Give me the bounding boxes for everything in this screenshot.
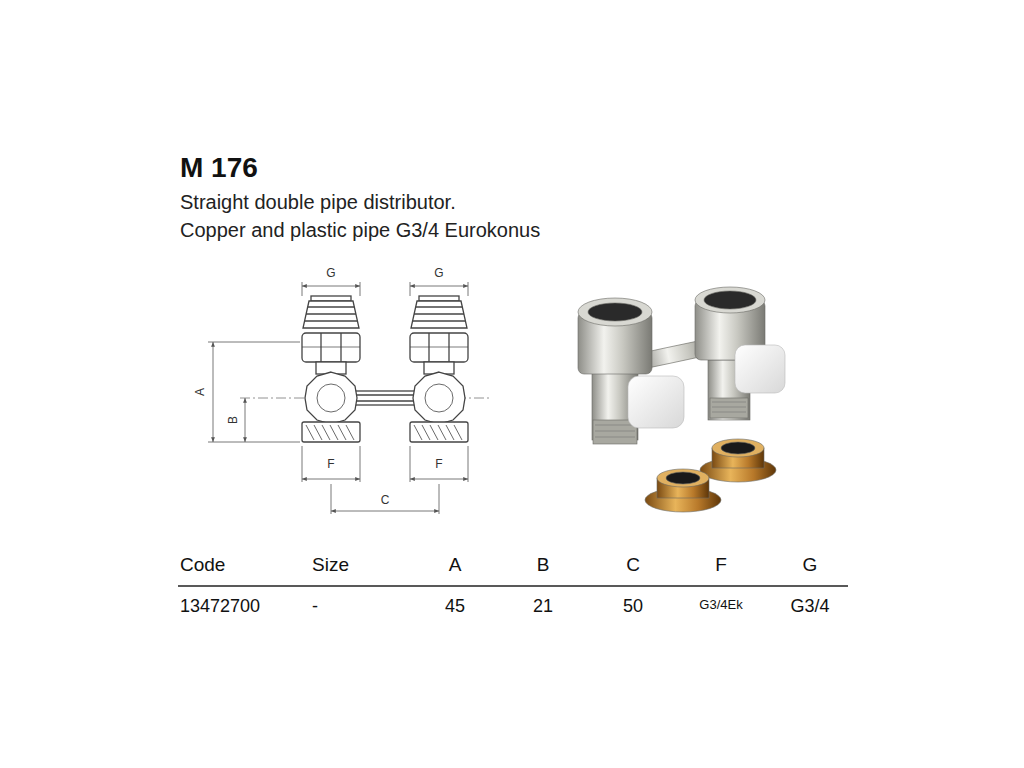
valve-outline-part bbox=[411, 301, 467, 328]
dimension-letter: F bbox=[327, 458, 334, 471]
product-photo-part bbox=[695, 287, 765, 313]
dimension-lines-part bbox=[360, 446, 361, 482]
dimension-lines-part bbox=[245, 398, 246, 442]
valve-outline-part bbox=[302, 333, 360, 362]
product-photo-part bbox=[735, 345, 785, 393]
dimension-lines-part bbox=[410, 282, 411, 296]
product-photo-part bbox=[710, 398, 748, 418]
table-header: A bbox=[449, 555, 462, 576]
dimension-lines-part bbox=[410, 446, 411, 482]
valve-outline-part bbox=[414, 313, 464, 314]
dimension-letter: G bbox=[434, 267, 443, 280]
valve-outline-part bbox=[413, 372, 465, 424]
dimension-lines-part bbox=[331, 511, 439, 512]
dimension-lines-part bbox=[302, 479, 360, 480]
valve-outline-part bbox=[340, 333, 341, 362]
valve-outline-part bbox=[320, 333, 321, 362]
title: M 176 bbox=[180, 153, 258, 184]
dimension-lines-part bbox=[439, 484, 440, 514]
table-cell: G3/4Ek bbox=[699, 598, 742, 612]
valve-outline-part bbox=[303, 301, 359, 328]
table-cell: 50 bbox=[623, 597, 643, 617]
dimension-letter: G bbox=[326, 267, 335, 280]
dimension-lines-part bbox=[468, 446, 469, 482]
table-header: G bbox=[803, 555, 818, 576]
valve-outline-part bbox=[414, 425, 462, 440]
product-photo-part bbox=[657, 469, 709, 487]
dimension-lines-part bbox=[208, 342, 300, 343]
valve-outline-part bbox=[302, 347, 360, 348]
valve-outline-part bbox=[317, 384, 345, 412]
valve-outline-part bbox=[413, 320, 465, 321]
valve-outline-part bbox=[428, 333, 429, 362]
product-photo-part bbox=[578, 298, 652, 326]
technical-drawing bbox=[240, 296, 492, 442]
dimension-letter: B bbox=[227, 416, 240, 424]
table-cell: 13472700 bbox=[180, 597, 260, 617]
table-header: F bbox=[715, 555, 727, 576]
dimension-lines bbox=[208, 282, 468, 514]
dimension-lines-part bbox=[468, 282, 469, 296]
product-photo-part bbox=[721, 442, 755, 454]
dimension-letter: A bbox=[194, 388, 207, 396]
valve-outline-part bbox=[306, 425, 354, 440]
valve-outline-part bbox=[419, 296, 459, 301]
dimension-lines-part bbox=[410, 479, 468, 480]
product-photo-part bbox=[712, 439, 764, 457]
dimension-lines-part bbox=[360, 282, 361, 296]
dimension-lines-part bbox=[302, 446, 303, 482]
table-header: Size bbox=[312, 555, 349, 576]
table-cell: - bbox=[312, 597, 318, 617]
valve-outline bbox=[302, 296, 360, 442]
dimension-lines-part bbox=[208, 442, 300, 443]
product-photo-part bbox=[712, 402, 746, 412]
technical-drawing-part bbox=[352, 391, 416, 405]
valve-outline-part bbox=[410, 347, 468, 348]
table-cell: 21 bbox=[533, 597, 553, 617]
product-photo-part bbox=[588, 303, 642, 321]
valve-outline-part bbox=[306, 313, 356, 314]
subtitle: Copper and plastic pipe G3/4 Eurokonus bbox=[180, 219, 540, 241]
valve-outline-part bbox=[311, 296, 351, 301]
dimension-letter: F bbox=[435, 458, 442, 471]
table-cell: 45 bbox=[445, 597, 465, 617]
product-photo-part bbox=[595, 425, 635, 437]
valve-outline-part bbox=[416, 306, 462, 307]
technical-drawing-part bbox=[352, 400, 416, 401]
table-rule bbox=[178, 585, 848, 587]
valve-outline-part bbox=[305, 372, 357, 424]
dimension-lines-part bbox=[331, 484, 332, 514]
valve-outline-part bbox=[425, 384, 453, 412]
product-photo-part bbox=[628, 376, 684, 428]
subtitle: Straight double pipe distributor. bbox=[180, 191, 456, 213]
valve-outline-part bbox=[305, 320, 357, 321]
dimension-lines-part bbox=[213, 342, 214, 442]
technical-drawing-part bbox=[352, 394, 416, 395]
dimension-lines-part bbox=[302, 282, 303, 296]
product-photo bbox=[578, 287, 785, 512]
dimension-lines-part bbox=[302, 286, 360, 287]
valve-outline-part bbox=[410, 422, 468, 442]
product-photo-part bbox=[666, 472, 700, 484]
table-header: Code bbox=[180, 555, 225, 576]
dimension-lines-part bbox=[410, 286, 468, 287]
valve-outline bbox=[410, 296, 468, 442]
valve-outline-part bbox=[410, 333, 468, 362]
valve-outline-part bbox=[448, 333, 449, 362]
product-photo-part bbox=[704, 291, 756, 309]
table-cell: G3/4 bbox=[790, 597, 829, 617]
table-header: B bbox=[537, 555, 550, 576]
valve-outline-part bbox=[308, 306, 354, 307]
valve-outline-part bbox=[302, 422, 360, 442]
table-header: C bbox=[626, 555, 640, 576]
dimension-letter: C bbox=[381, 494, 390, 507]
